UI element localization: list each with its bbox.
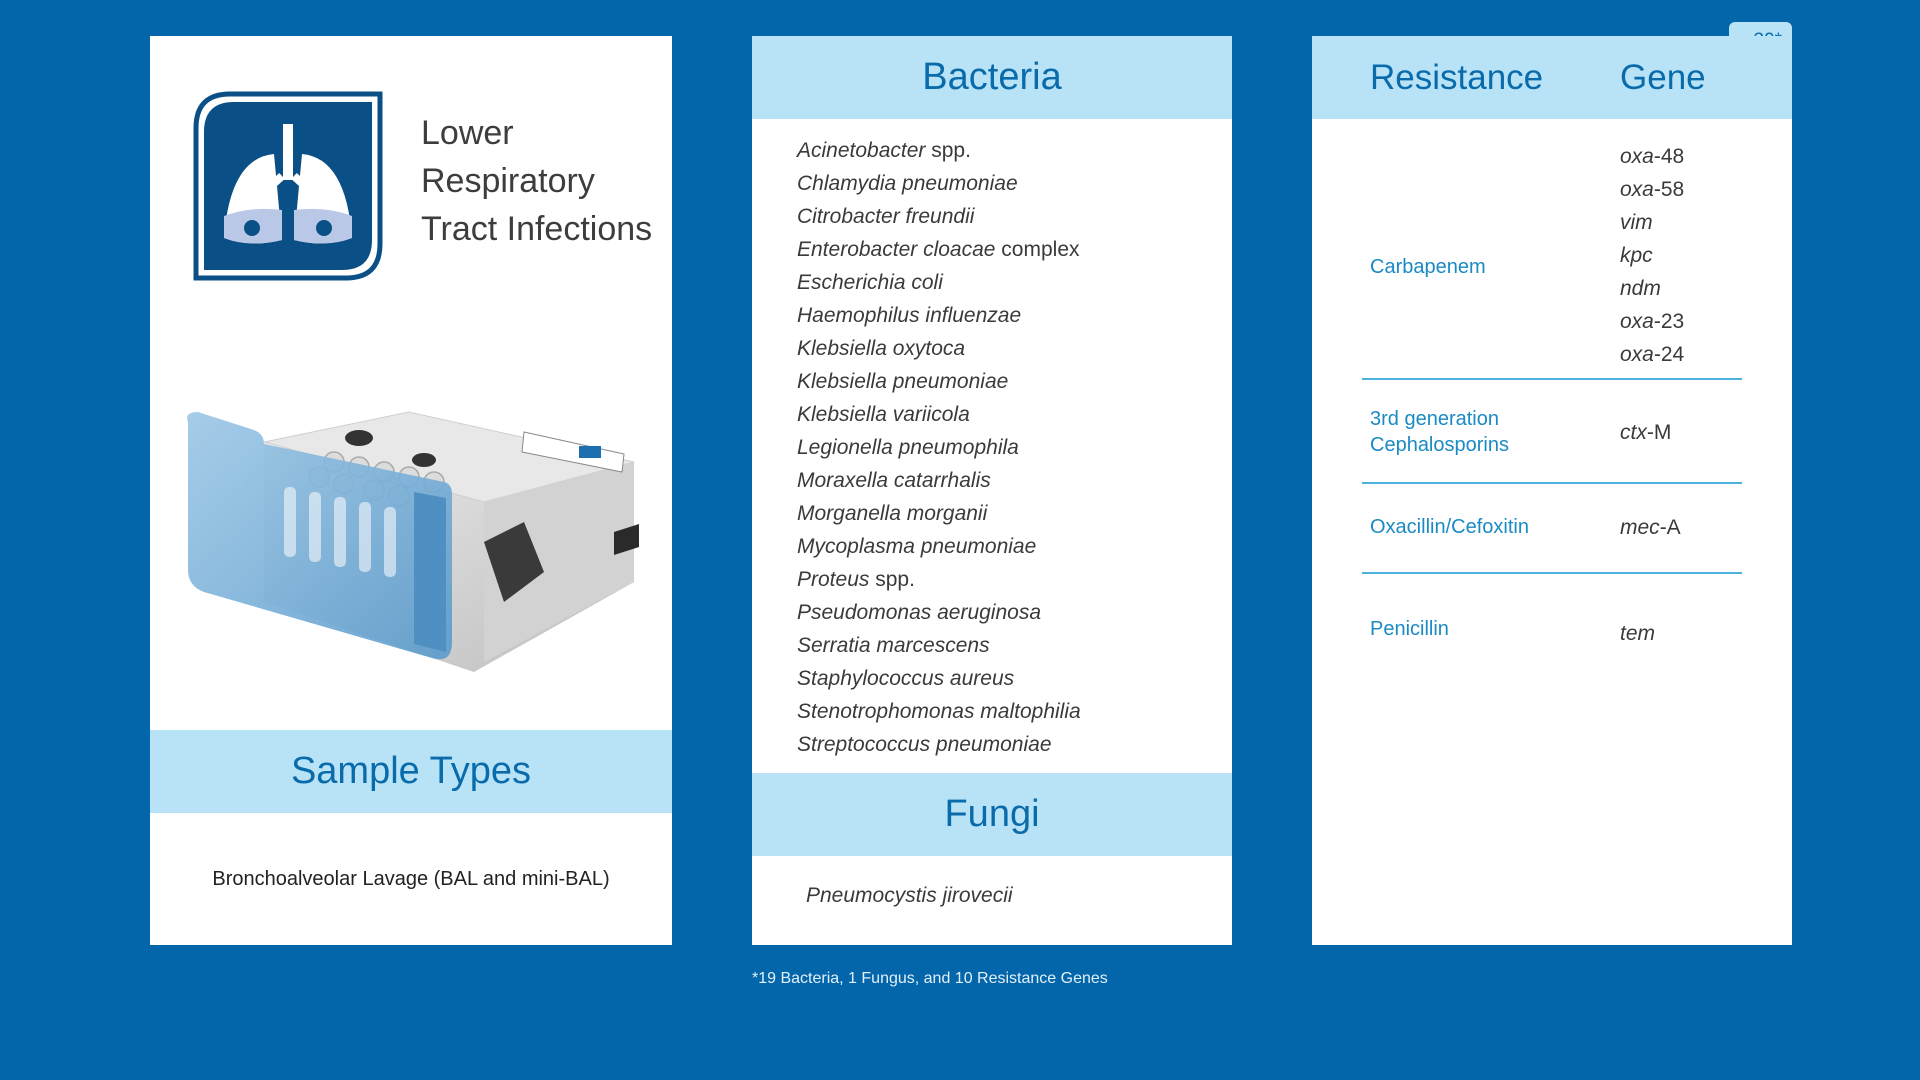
left-panel: Lower Respiratory Tract Infections — [150, 36, 672, 945]
divider — [1362, 482, 1742, 484]
resistance-label-cephalosporins: 3rd generation Cephalosporins — [1370, 406, 1509, 458]
resistance-label-carbapenem: Carbapenem — [1370, 256, 1486, 278]
gene-item: oxa-58 — [1620, 178, 1685, 201]
gene-item: vim — [1620, 211, 1653, 234]
list-item: Pseudomonas aeruginosa — [797, 601, 1042, 624]
gene-item: kpc — [1620, 244, 1653, 267]
resistance-label-line: Cephalosporins — [1370, 434, 1509, 456]
bacteria-list: Acinetobacter spp. Chlamydia pneumoniae … — [797, 134, 1081, 761]
list-item: Citrobacter freundii — [797, 205, 975, 228]
title-line-3: Tract Infections — [421, 210, 653, 248]
list-item: Legionella pneumophila — [797, 436, 1019, 459]
resistance-label-penicillin: Penicillin — [1370, 618, 1449, 640]
title-line-1: Lower — [421, 114, 514, 152]
list-item: Mycoplasma pneumoniae — [797, 535, 1037, 558]
list-item: Klebsiella oxytoca — [797, 337, 966, 360]
gene-item: ctx-M — [1620, 421, 1672, 444]
sample-type-text: Bronchoalveolar Lavage (BAL and mini-BAL… — [212, 868, 610, 890]
list-item: Haemophilus influenzae — [797, 304, 1022, 327]
right-panel: Resistance Gene Carbapenem oxa-48 oxa-58… — [1312, 36, 1792, 945]
resistance-header: Resistance — [1370, 58, 1544, 97]
gene-item: oxa-24 — [1620, 343, 1685, 366]
divider — [1362, 378, 1742, 380]
sample-types-header: Sample Types — [150, 730, 672, 813]
list-item: Streptococcus pneumoniae — [797, 733, 1052, 756]
middle-panel: Bacteria Acinetobacter spp. Chlamydia pn… — [752, 36, 1232, 945]
gene-item: oxa-23 — [1620, 310, 1685, 333]
fungi-item: Pneumocystis jirovecii — [806, 884, 1013, 907]
gene-item: ndm — [1620, 277, 1661, 300]
list-item: Serratia marcescens — [797, 634, 990, 657]
resistance-label-line: 3rd generation — [1370, 408, 1499, 430]
lungs-icon — [193, 91, 383, 281]
list-item: Acinetobacter spp. — [797, 139, 971, 162]
footnote: *19 Bacteria, 1 Fungus, and 10 Resistanc… — [752, 970, 1108, 987]
list-item: Moraxella catarrhalis — [797, 469, 991, 492]
gene-item: mec-A — [1620, 516, 1681, 539]
divider — [1362, 572, 1742, 574]
bacteria-header: Bacteria — [752, 36, 1232, 119]
cartridge-image — [187, 411, 639, 672]
list-item: Stenotrophomonas maltophilia — [797, 700, 1081, 723]
list-item: Staphylococcus aureus — [797, 667, 1015, 690]
list-item: Proteus spp. — [797, 568, 915, 591]
gene-item: oxa-48 — [1620, 145, 1685, 168]
list-item: Klebsiella pneumoniae — [797, 370, 1009, 393]
list-item: Chlamydia pneumoniae — [797, 172, 1018, 195]
resistance-label-oxacillin: Oxacillin/Cefoxitin — [1370, 516, 1529, 538]
resistance-header-bar — [1312, 36, 1792, 119]
title-line-2: Respiratory — [421, 162, 595, 200]
list-item: Escherichia coli — [797, 271, 943, 294]
list-item: Klebsiella variicola — [797, 403, 970, 426]
fungi-header: Fungi — [752, 773, 1232, 856]
list-item: Morganella morganii — [797, 502, 988, 525]
gene-item: tem — [1620, 622, 1656, 645]
gene-header: Gene — [1620, 58, 1706, 97]
list-item: Enterobacter cloacae complex — [797, 238, 1080, 261]
